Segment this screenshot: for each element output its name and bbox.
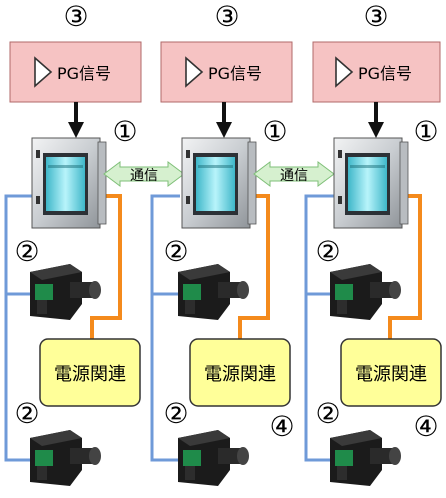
servo-motor xyxy=(178,264,249,320)
pg-signal-box: PG信号 xyxy=(312,41,441,103)
signal-wire xyxy=(304,194,334,462)
pg-signal-label: PG信号 xyxy=(208,64,262,83)
servo-motor xyxy=(30,430,101,486)
pg-signal-label: PG信号 xyxy=(358,64,412,83)
controller-badge: ① xyxy=(413,115,438,148)
servo-motor xyxy=(178,430,249,486)
motor-badge: ② xyxy=(14,235,39,268)
power-label: 電源関連 xyxy=(355,364,427,385)
power-box: 電源関連 xyxy=(340,338,442,407)
comm-label: 通信 xyxy=(280,168,308,184)
signal-wire xyxy=(150,194,180,462)
comm-label: 通信 xyxy=(130,168,158,184)
power-box: 電源関連 xyxy=(189,338,291,407)
play-triangle-icon xyxy=(335,56,354,88)
controller-unit xyxy=(31,137,107,229)
pg-signal-label: PG信号 xyxy=(57,64,111,83)
pg-badge: ③ xyxy=(63,0,88,33)
power-wire xyxy=(238,194,270,340)
power-badge: ④ xyxy=(269,410,294,443)
motor-badge: ② xyxy=(163,235,188,268)
signal-wire xyxy=(4,194,32,462)
motor-badge: ② xyxy=(14,397,39,430)
servo-motor xyxy=(330,430,401,486)
comm-link: 通信 xyxy=(253,161,335,187)
power-label: 電源関連 xyxy=(204,364,276,385)
power-box: 電源関連 xyxy=(39,338,141,407)
controller-unit xyxy=(333,137,409,229)
controller-unit xyxy=(181,137,257,229)
unit-3: ③ PG信号 ① ② 電 xyxy=(304,0,442,486)
unit-2: ③ PG信号 ① ② 電 xyxy=(150,0,295,486)
power-label: 電源関連 xyxy=(54,364,126,385)
pg-signal-box: PG信号 xyxy=(9,41,142,103)
play-triangle-icon xyxy=(34,56,53,88)
pg-badge: ③ xyxy=(214,0,239,33)
servo-motor xyxy=(30,264,101,320)
play-triangle-icon xyxy=(185,56,204,88)
motor-badge: ② xyxy=(315,397,340,430)
motor-badge: ② xyxy=(315,235,340,268)
pg-signal-box: PG信号 xyxy=(160,41,293,103)
pg-badge: ③ xyxy=(363,0,388,33)
power-wire xyxy=(90,194,122,340)
servo-motor xyxy=(330,264,401,320)
power-badge: ④ xyxy=(413,410,438,443)
controller-badge: ① xyxy=(262,115,287,148)
controller-badge: ① xyxy=(112,115,137,148)
comm-link: 通信 xyxy=(103,161,185,187)
unit-1: ③ PG信号 ① ② xyxy=(4,0,142,486)
power-wire xyxy=(388,194,422,340)
motor-badge: ② xyxy=(163,397,188,430)
